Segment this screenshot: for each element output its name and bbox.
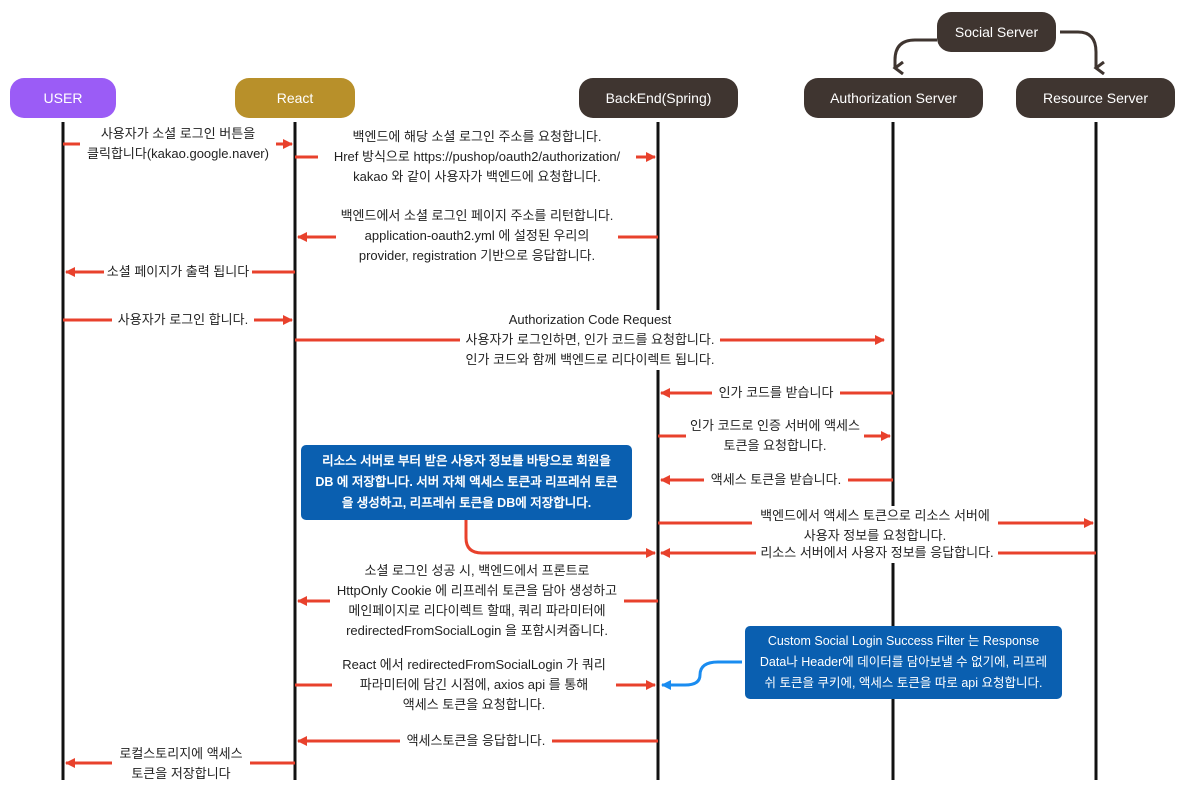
arrow-db-note xyxy=(464,520,656,558)
msg-m14: 액세스토큰을 응답합니다. xyxy=(400,731,552,751)
msg-m12: 소셜 로그인 성공 시, 백엔드에서 프론트로 HttpOnly Cookie … xyxy=(330,561,624,641)
msg-m10: 백엔드에서 액세스 토큰으로 리소스 서버에 사용자 정보를 요청합니다. xyxy=(752,506,998,546)
actor-auth-server: Authorization Server xyxy=(804,78,983,118)
actor-react: React xyxy=(235,78,355,118)
actor-user: USER xyxy=(10,78,116,118)
msg-m1: 사용자가 소셜 로그인 버튼을 클릭합니다(kakao.google.naver… xyxy=(80,124,276,164)
msg-m8: 인가 코드로 인증 서버에 액세스 토큰을 요청합니다. xyxy=(686,416,864,456)
note-success-filter: Custom Social Login Success Filter 는 Res… xyxy=(745,626,1062,699)
arrow-filter-note xyxy=(661,660,742,690)
msg-m15: 로컬스토리지에 액세스 토큰을 저장합니다 xyxy=(112,744,250,784)
msg-m3: 백엔드에서 소셜 로그인 페이지 주소를 리턴합니다. application-… xyxy=(336,206,618,266)
msg-m11: 리소스 서버에서 사용자 정보를 응답합니다. xyxy=(756,543,998,563)
actor-resource-server: Resource Server xyxy=(1016,78,1175,118)
msg-m2: 백엔드에 해당 소셜 로그인 주소를 요청합니다. Href 방식으로 http… xyxy=(318,127,636,187)
social-to-resource-arrow xyxy=(1060,30,1096,68)
msg-m13: React 에서 redirectedFromSocialLogin 가 쿼리 … xyxy=(332,655,616,715)
msg-m4: 소셜 페이지가 출력 됩니다 xyxy=(104,262,252,282)
msg-m9: 액세스 토큰을 받습니다. xyxy=(704,470,848,490)
msg-m7: 인가 코드를 받습니다 xyxy=(712,383,840,403)
actor-social-server: Social Server xyxy=(937,12,1056,52)
note-db-save: 리소스 서버로 부터 받은 사용자 정보를 바탕으로 회원을 DB 에 저장합니… xyxy=(301,445,632,520)
social-to-auth-arrow xyxy=(895,38,937,68)
msg-m6: Authorization Code Request 사용자가 로그인하면, 인… xyxy=(460,310,720,370)
msg-m5: 사용자가 로그인 합니다. xyxy=(112,310,254,330)
actor-backend: BackEnd(Spring) xyxy=(579,78,738,118)
